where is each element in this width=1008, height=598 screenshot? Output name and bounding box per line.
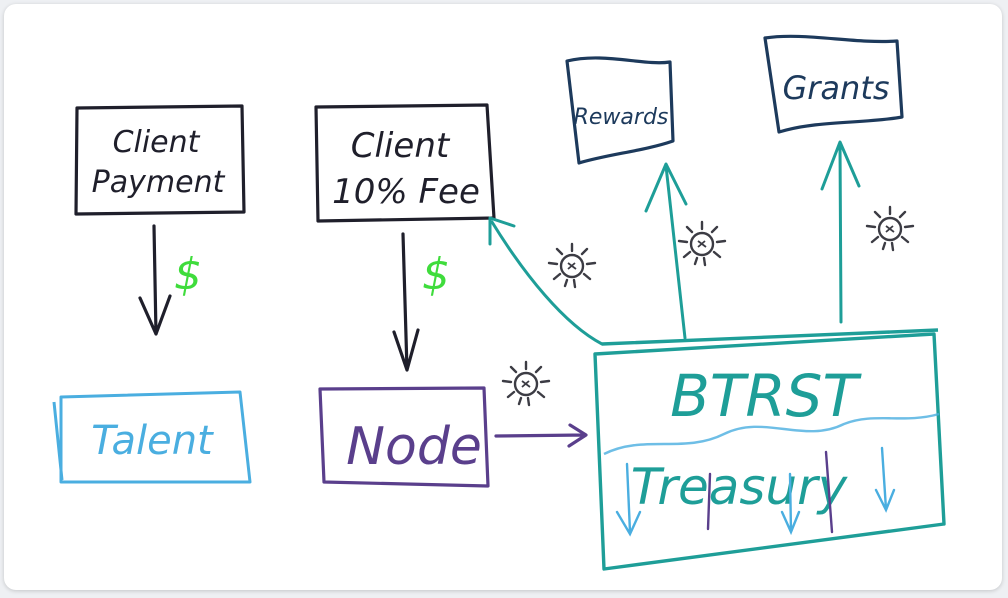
client-payment-line2: Payment [92,165,226,200]
node-to-treasury-arrow [494,360,588,448]
sun-icon [677,220,727,267]
rewards-label: Rewards [574,105,669,130]
node-label: Node [346,417,482,477]
payment-dollar-sign: $ [174,249,202,300]
sun-icon [547,242,597,289]
whiteboard-canvas: Client Payment Client 10% Fee $ $ Talent… [4,4,1002,590]
node-box: Node [318,386,490,488]
talent-label: Talent [91,418,214,464]
diagram: Client Payment Client 10% Fee $ $ Talent… [52,34,946,571]
client-payment-line1: Client [113,125,201,160]
grants-label: Grants [782,69,889,107]
client-fee-box: Client 10% Fee [314,103,496,223]
treasury-to-client-fee-arrow [488,216,604,346]
treasury-line2: Treasury [631,458,849,516]
treasury-line1: BTRST [670,362,862,430]
treasury-box: BTRST Treasury [593,328,946,571]
sun-icon [865,205,915,252]
treasury-to-rewards-arrow [644,162,727,340]
talent-box: Talent [52,390,252,484]
client-fee-line2: 10% Fee [332,172,480,212]
sun-icon [501,360,551,407]
payment-to-talent-arrow: $ [138,224,202,336]
grants-box: Grants [763,34,904,134]
client-payment-box: Client Payment [74,104,246,216]
fee-dollar-sign: $ [422,249,450,300]
rewards-box: Rewards [565,56,675,165]
fee-to-node-arrow: $ [392,232,450,372]
treasury-to-grants-arrow [820,140,915,324]
client-fee-line1: Client [351,126,451,166]
